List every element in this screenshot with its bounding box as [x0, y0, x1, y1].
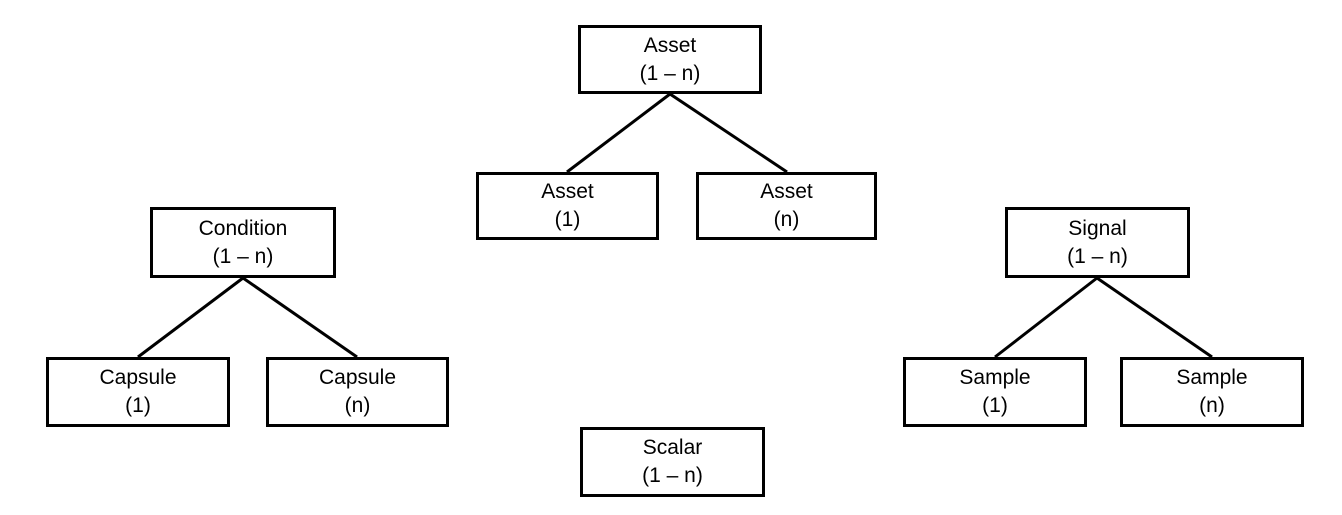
node-cardinality: (1 – n) — [642, 464, 703, 487]
edge-signal-to-sample-1 — [994, 276, 1098, 359]
node-label: Asset — [760, 180, 813, 204]
node-label: Condition — [198, 216, 288, 240]
node-label: Capsule — [318, 366, 397, 390]
node-scalar-1n[interactable]: Scalar (1 – n) — [580, 427, 765, 497]
edge-asset-to-asset-1 — [566, 92, 671, 174]
node-cardinality: (1 – n) — [1067, 244, 1128, 268]
node-label: Sample — [1176, 366, 1248, 390]
edge-condition-to-capsule-n — [242, 276, 358, 359]
node-label: Asset — [541, 180, 594, 204]
node-capsule-1[interactable]: Capsule (1) — [46, 357, 230, 427]
node-cardinality: (1) — [125, 394, 151, 417]
node-cardinality: (1) — [982, 394, 1008, 417]
node-condition-1n[interactable]: Condition (1 – n) — [150, 207, 336, 278]
node-cardinality: (n) — [1199, 394, 1225, 417]
node-label: Signal — [1068, 216, 1127, 240]
node-cardinality: (1 – n) — [212, 244, 274, 268]
node-cardinality: (1 – n) — [639, 61, 701, 85]
node-cardinality: (n) — [773, 208, 800, 231]
node-label: Asset — [643, 33, 697, 57]
edge-asset-to-asset-n — [669, 92, 788, 174]
node-cardinality: (n) — [344, 394, 371, 417]
node-label: Scalar — [642, 436, 703, 460]
node-label: Capsule — [99, 366, 177, 390]
node-asset-n[interactable]: Asset (n) — [696, 172, 877, 240]
node-capsule-n[interactable]: Capsule (n) — [266, 357, 449, 427]
node-sample-n[interactable]: Sample (n) — [1120, 357, 1304, 427]
edge-condition-to-capsule-1 — [137, 276, 244, 359]
node-asset-1[interactable]: Asset (1) — [476, 172, 659, 240]
node-signal-1n[interactable]: Signal (1 – n) — [1005, 207, 1190, 278]
node-label: Sample — [959, 366, 1031, 390]
node-cardinality: (1) — [554, 208, 581, 231]
edge-signal-to-sample-n — [1096, 276, 1213, 359]
node-sample-1[interactable]: Sample (1) — [903, 357, 1087, 427]
node-asset-1n[interactable]: Asset (1 – n) — [578, 25, 762, 94]
